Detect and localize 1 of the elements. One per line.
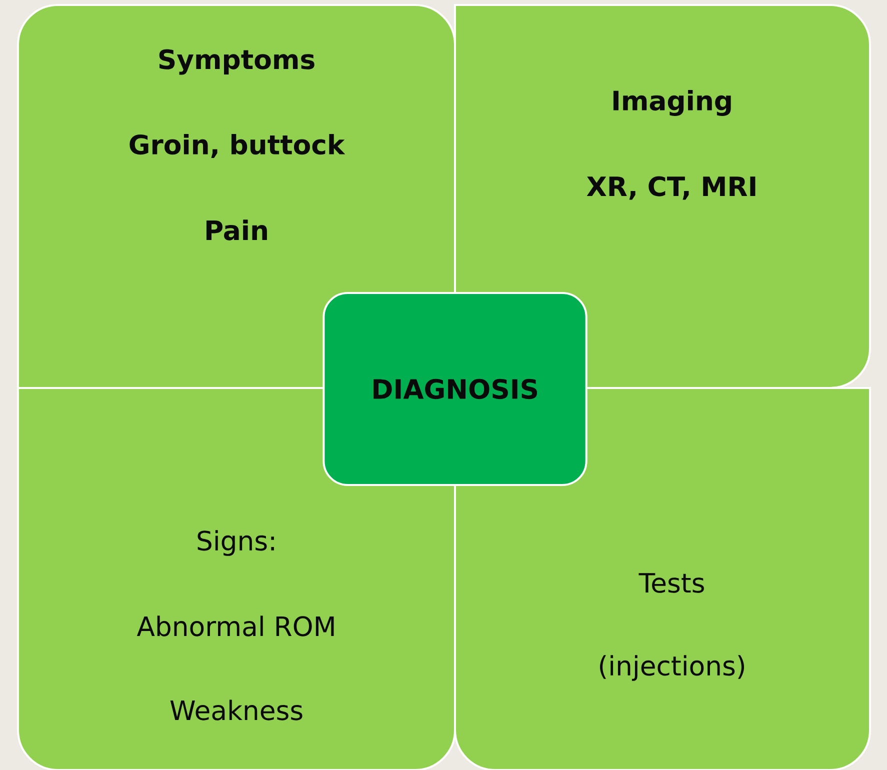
center-box: DIAGNOSIS xyxy=(322,292,588,486)
